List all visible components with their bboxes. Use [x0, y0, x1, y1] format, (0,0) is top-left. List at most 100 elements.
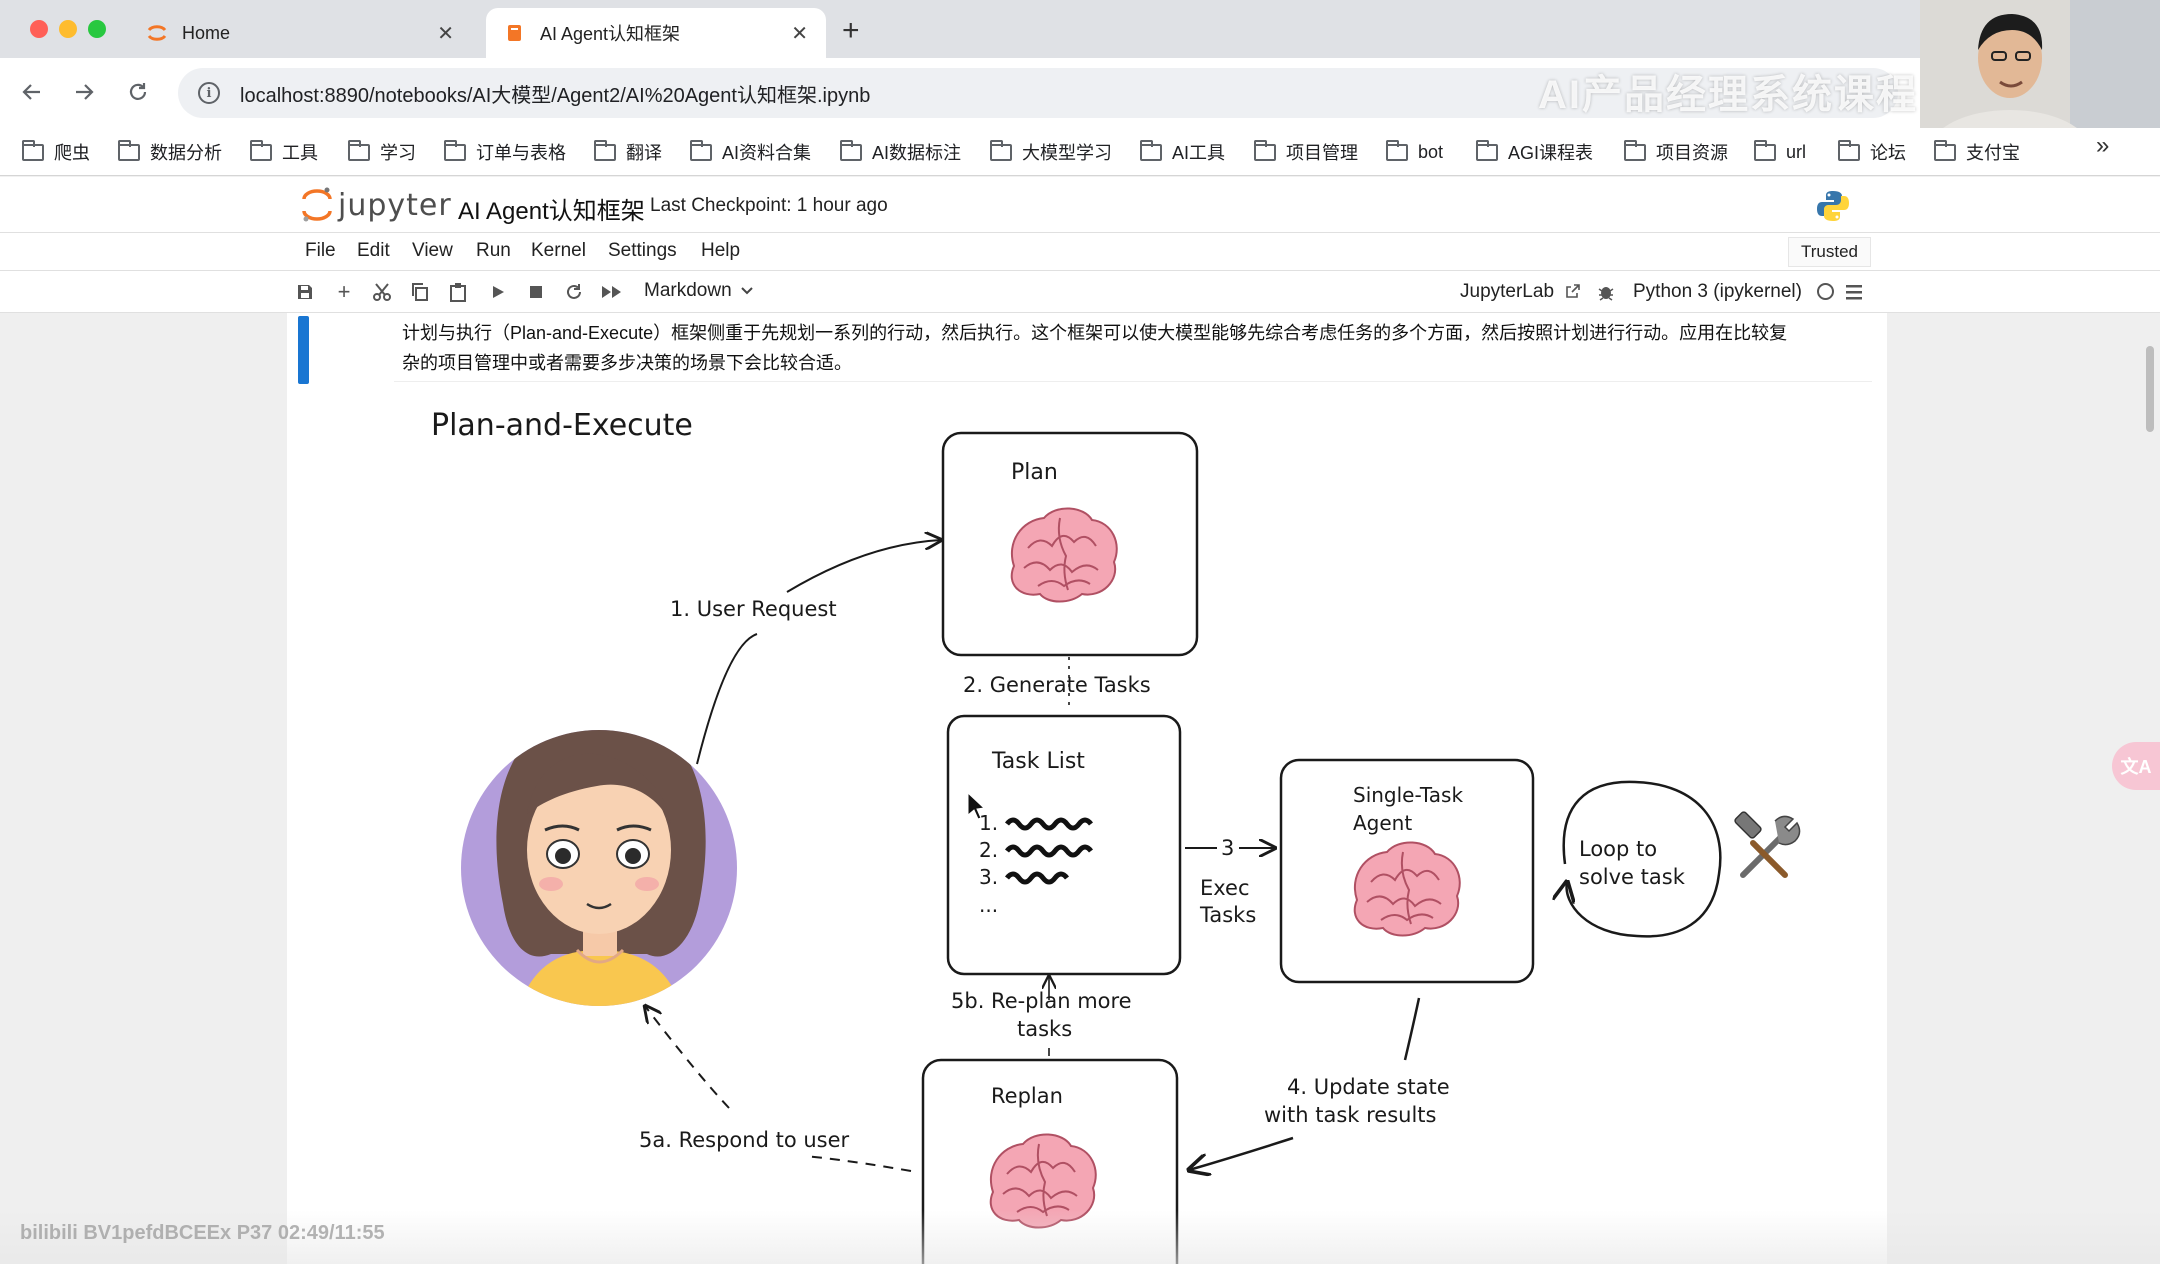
debugger-button[interactable] [1594, 280, 1618, 304]
task-item-1: 1. [979, 811, 998, 835]
bookmark-folder[interactable]: AI资料合集 [690, 136, 811, 168]
menu-kernel[interactable]: Kernel [531, 240, 586, 262]
close-window-button[interactable] [30, 20, 48, 38]
close-icon[interactable]: ✕ [791, 21, 808, 46]
folder-icon [990, 144, 1012, 161]
menu-run[interactable]: Run [476, 240, 511, 262]
restart-kernel-button[interactable] [562, 280, 586, 304]
notebook-menu-button[interactable] [1842, 280, 1866, 304]
run-cell-button[interactable] [486, 280, 510, 304]
kernel-status[interactable]: Python 3 (ipykernel) [1633, 281, 1834, 303]
bookmark-label: url [1786, 142, 1806, 163]
cell-text-line: 计划与执行（Plan-and-Execute）框架侧重于先规划一系列的行动，然后… [402, 318, 1864, 348]
plan-label: Plan [1011, 460, 1058, 485]
bookmark-folder[interactable]: AGI课程表 [1476, 136, 1593, 168]
bookmark-folder[interactable]: AI工具 [1140, 136, 1225, 168]
url-text: localhost:8890/notebooks/AI大模型/Agent2/AI… [240, 79, 870, 108]
folder-icon [444, 144, 466, 161]
bookmark-folder[interactable]: AI数据标注 [840, 136, 961, 168]
bookmark-label: 论坛 [1870, 139, 1906, 165]
jupyter-logo[interactable]: jupyter [302, 187, 452, 223]
edge-replan-1: 5b. Re-plan more [951, 989, 1132, 1013]
bookmark-folder[interactable]: 大模型学习 [990, 136, 1112, 168]
play-icon [490, 284, 506, 300]
video-watermark: AI产品经理系统课程 [1538, 62, 1918, 120]
new-tab-button[interactable]: + [842, 14, 860, 48]
trusted-indicator[interactable]: Trusted [1788, 237, 1871, 267]
user-request-line [697, 634, 757, 764]
save-button[interactable] [293, 280, 317, 304]
bookmark-folder[interactable]: 翻译 [594, 136, 662, 168]
edge-update-2: with task results [1264, 1103, 1436, 1127]
zoom-window-button[interactable] [88, 20, 106, 38]
task-item-2: 2. [979, 838, 998, 862]
bookmark-label: 爬虫 [54, 139, 90, 165]
bookmark-label: AGI课程表 [1508, 139, 1593, 165]
back-button[interactable] [14, 74, 50, 110]
cut-button[interactable] [370, 280, 394, 304]
bug-icon [1597, 283, 1615, 301]
bookmark-folder[interactable]: bot [1386, 136, 1443, 168]
bookmark-folder[interactable]: 数据分析 [118, 136, 222, 168]
plus-icon: + [338, 279, 351, 305]
paste-button[interactable] [446, 280, 470, 304]
minimize-window-button[interactable] [59, 20, 77, 38]
bookmark-folder[interactable]: url [1754, 136, 1806, 168]
bookmark-label: 数据分析 [150, 139, 222, 165]
edge-respond: 5a. Respond to user [639, 1128, 850, 1152]
url-path: :8890/notebooks/AI大模型/Agent2/AI%20Agent认… [319, 85, 870, 107]
jupyterlab-link[interactable]: JupyterLab [1460, 281, 1581, 303]
fast-forward-icon [601, 284, 623, 300]
jupyter-logo-icon [302, 187, 332, 223]
markdown-cell[interactable]: 计划与执行（Plan-and-Execute）框架侧重于先规划一系列的行动，然后… [394, 318, 1872, 382]
folder-icon [1476, 144, 1498, 161]
site-info-icon[interactable]: i [198, 82, 220, 104]
chevron-down-icon [740, 286, 754, 296]
bookmark-folder[interactable]: 项目管理 [1254, 136, 1358, 168]
translate-icon[interactable]: 文A [2112, 742, 2160, 790]
arrow-left-icon [20, 80, 44, 104]
bookmark-folder[interactable]: 支付宝 [1934, 136, 2020, 168]
tab-ai-agent[interactable]: AI Agent认知框架 ✕ [486, 8, 826, 58]
copy-icon [410, 282, 430, 302]
active-cell-indicator[interactable] [298, 316, 309, 384]
bookmark-folder[interactable]: 论坛 [1838, 136, 1906, 168]
menu-file[interactable]: File [305, 240, 336, 262]
menu-settings[interactable]: Settings [608, 240, 677, 262]
bookmark-folder[interactable]: 学习 [348, 136, 416, 168]
folder-icon [250, 144, 272, 161]
cell-type-select[interactable]: Markdown [644, 280, 754, 302]
notebook-favicon-icon [504, 22, 526, 44]
video-timestamp-watermark: bilibili BV1pefdBCEEx P37 02:49/11:55 [20, 1222, 385, 1245]
save-icon [296, 283, 314, 301]
folder-icon [1254, 144, 1276, 161]
menu-view[interactable]: View [412, 240, 453, 262]
menu-edit[interactable]: Edit [357, 240, 390, 262]
bookmark-folder[interactable]: 项目资源 [1624, 136, 1728, 168]
webcam-overlay [1920, 0, 2160, 134]
forward-button[interactable] [66, 74, 102, 110]
bookmark-label: AI资料合集 [722, 139, 811, 165]
edge-exec-2: Tasks [1199, 903, 1256, 927]
folder-icon [594, 144, 616, 161]
copy-button[interactable] [408, 280, 432, 304]
bookmark-label: 项目管理 [1286, 139, 1358, 165]
bookmark-folder[interactable]: 工具 [250, 136, 318, 168]
more-bookmarks-button[interactable]: » [2096, 132, 2109, 160]
menu-help[interactable]: Help [701, 240, 740, 262]
edge-update-1: 4. Update state [1287, 1075, 1450, 1099]
restart-run-all-button[interactable] [600, 280, 624, 304]
notebook-title[interactable]: AI Agent认知框架 [458, 191, 645, 226]
insert-cell-button[interactable]: + [332, 280, 356, 304]
close-icon[interactable]: ✕ [437, 21, 454, 46]
bookmark-folder[interactable]: 订单与表格 [444, 136, 566, 168]
bookmark-folder[interactable]: 爬虫 [22, 136, 90, 168]
tab-home[interactable]: Home ✕ [128, 8, 472, 58]
cell-type-value: Markdown [644, 280, 732, 302]
update-state-arrow [1189, 1138, 1293, 1170]
interrupt-kernel-button[interactable] [524, 280, 548, 304]
reload-button[interactable] [120, 74, 156, 110]
vertical-scrollbar[interactable] [2146, 346, 2154, 432]
edge-exec-number: 3 [1221, 836, 1234, 860]
reload-icon [126, 80, 150, 104]
